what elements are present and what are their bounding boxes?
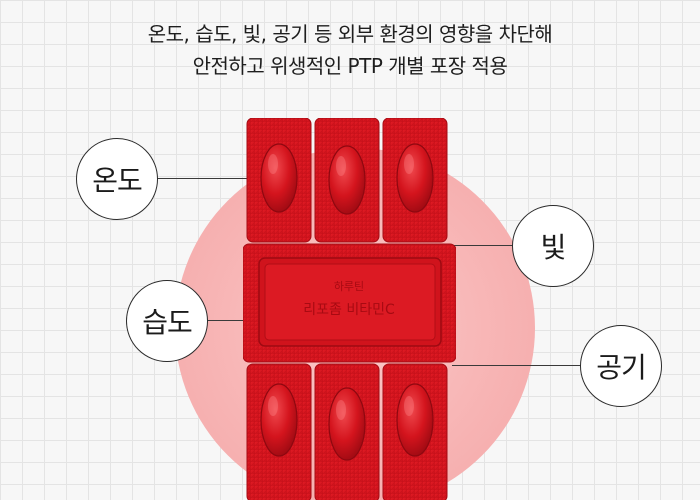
leader-line-temperature [157, 178, 249, 179]
pill [260, 383, 298, 457]
pack-brand-text: 하루틴 [334, 279, 364, 293]
label-humidity-text: 습도 [142, 306, 193, 339]
label-temperature-text: 온도 [92, 164, 143, 197]
headline: 온도, 습도, 빛, 공기 등 외부 환경의 영향을 차단해 안전하고 위생적인… [0, 18, 700, 82]
pill [396, 143, 434, 213]
leader-line-humidity [207, 320, 247, 321]
headline-line-1: 온도, 습도, 빛, 공기 등 외부 환경의 영향을 차단해 [147, 22, 553, 46]
leader-line-light [452, 245, 514, 246]
pill-group [260, 143, 434, 461]
pill [328, 145, 366, 215]
label-light: 빛 [512, 205, 594, 287]
label-air-text: 공기 [596, 351, 647, 384]
pill [260, 143, 298, 213]
label-light-text: 빛 [540, 231, 567, 264]
blister-pack-illustration: 하루틴 리포좀 비타민C [243, 118, 456, 500]
label-temperature: 온도 [76, 138, 158, 220]
label-humidity: 습도 [126, 280, 208, 362]
ptp-blister-pack: 하루틴 리포좀 비타민C [243, 118, 456, 500]
label-air: 공기 [580, 325, 662, 407]
pill [396, 383, 434, 457]
pill [328, 387, 366, 461]
label-panel: 하루틴 리포좀 비타민C [243, 243, 456, 363]
leader-line-air [452, 365, 582, 366]
pack-product-text: 리포좀 비타민C [303, 302, 395, 318]
headline-line-2: 안전하고 위생적인 PTP 개별 포장 적용 [192, 54, 508, 78]
